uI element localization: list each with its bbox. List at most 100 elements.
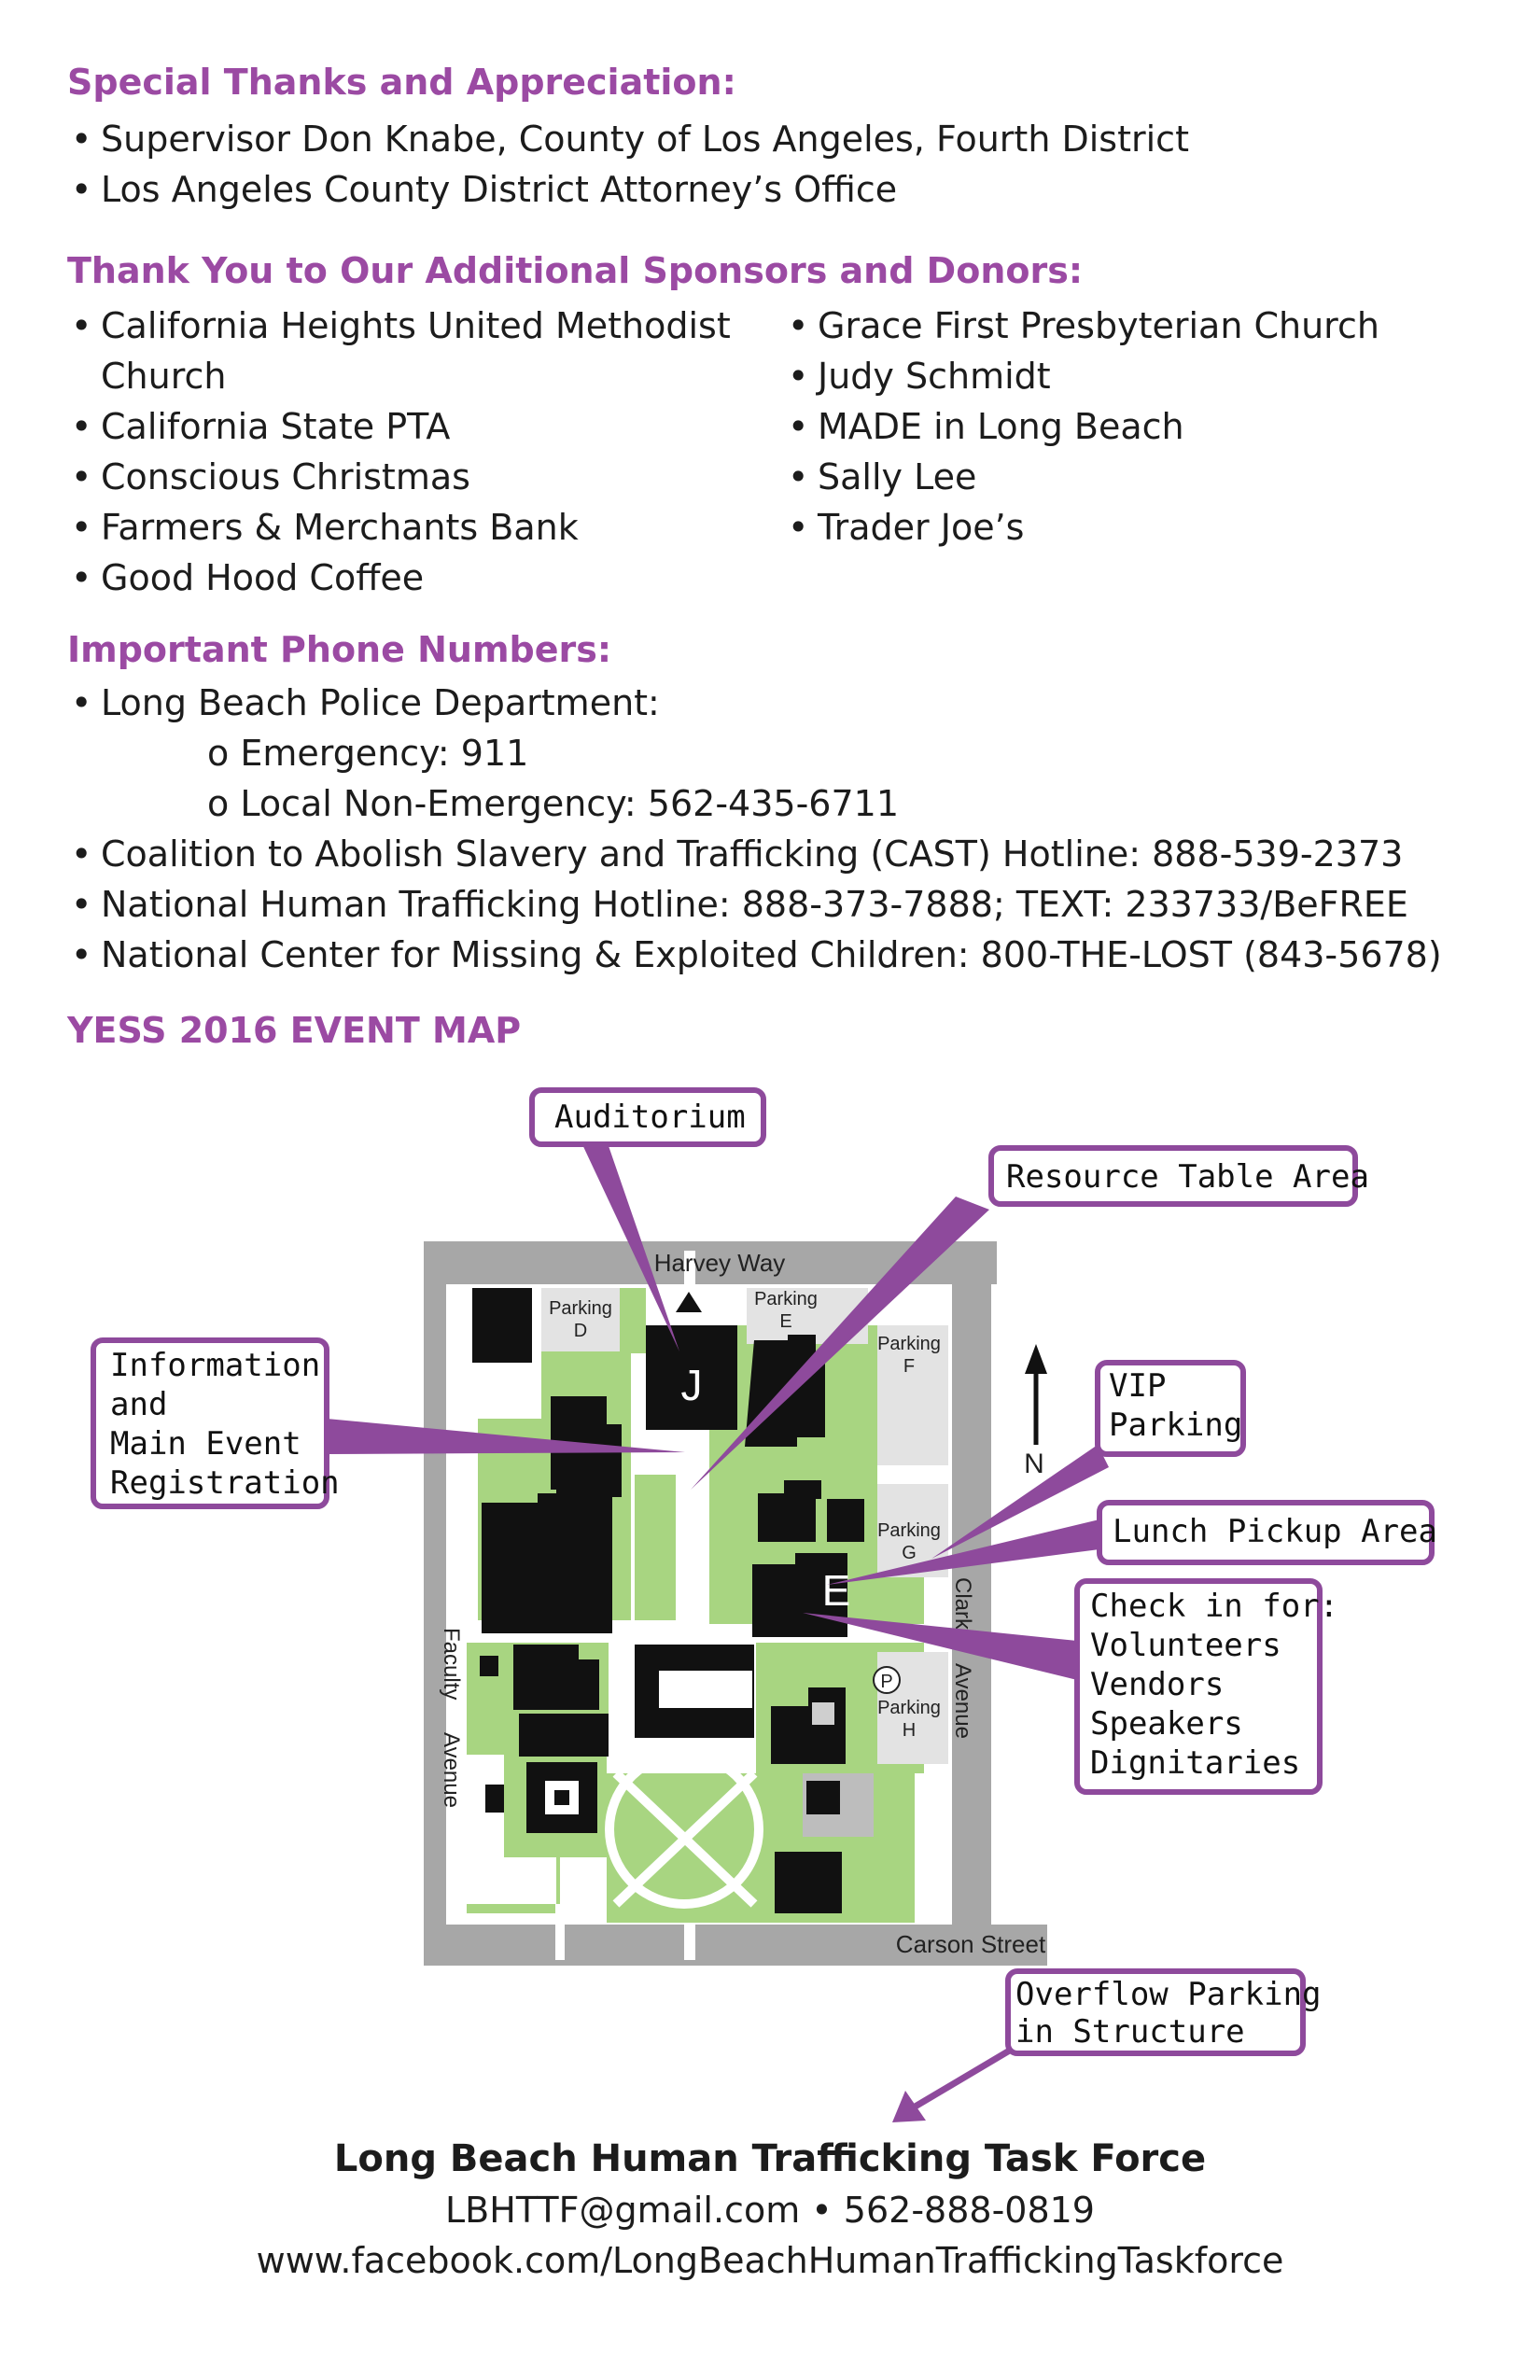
avenue-label-west: Avenue — [439, 1732, 464, 1808]
parking-lot-f — [877, 1325, 948, 1465]
list-item: Farmers & Merchants Bank — [67, 502, 739, 553]
overflow-callout-line: Overflow Parking — [1015, 1976, 1322, 2013]
quad-paths — [555, 1750, 763, 1960]
info-callout — [91, 1337, 329, 1509]
parking-e-label: Parking — [754, 1289, 818, 1309]
callout-pointers — [327, 1141, 1109, 1680]
overflow-arrow-icon — [892, 2091, 926, 2122]
list-item: Good Hood Coffee — [67, 553, 739, 603]
phones-sublist: Emergency: 911 Local Non-Emergency: 562-… — [207, 728, 899, 829]
resource-pointer — [691, 1197, 989, 1490]
building — [482, 1493, 612, 1633]
footer-contact: LBHTTF@gmail.com • 562-888-0819 — [445, 2190, 1095, 2231]
list-item: National Human Trafficking Hotline: 888-… — [67, 879, 1442, 930]
overflow-callout-line: in Structure — [1015, 2013, 1245, 2051]
building-j — [646, 1325, 737, 1430]
parking-d-letter: D — [574, 1321, 587, 1341]
checkin-callout-line: Speakers — [1090, 1705, 1243, 1743]
sponsors-list-right: Grace First Presbyterian Church Judy Sch… — [784, 301, 1379, 553]
list-item: Trader Joe’s — [784, 502, 1379, 553]
resource-callout — [988, 1145, 1358, 1207]
building — [513, 1645, 599, 1710]
list-item: Grace First Presbyterian Church — [784, 301, 1379, 351]
checkin-callout-line: Check in for: — [1090, 1588, 1338, 1625]
list-item: Los Angeles County District Attorney’s O… — [67, 164, 1189, 215]
footer-title: Long Beach Human Trafficking Task Force — [333, 2137, 1207, 2180]
list-item: Judy Schmidt — [784, 351, 1379, 401]
phones-list-police: Long Beach Police Department: — [67, 678, 660, 728]
parking-h-letter: H — [903, 1720, 916, 1741]
courtyard — [659, 1671, 752, 1708]
parking-f-label: Parking — [877, 1334, 941, 1354]
lunch-callout-label: Lunch Pickup Area — [1113, 1513, 1437, 1550]
list-item: Emergency: 911 — [207, 728, 899, 778]
info-callout-line: and — [110, 1386, 167, 1423]
building — [827, 1499, 864, 1542]
list-item: California Heights United Methodist Chur… — [67, 301, 739, 401]
carson-street-label: Carson Street — [896, 1930, 1046, 1958]
building-e-label: E — [822, 1566, 851, 1615]
vip-callout-line: VIP — [1109, 1367, 1166, 1405]
callout-boxes — [91, 1087, 1435, 2056]
building — [480, 1656, 498, 1676]
courtyard — [812, 1702, 834, 1725]
checkin-callout-line: Dignitaries — [1090, 1744, 1300, 1782]
thanks-list: Supervisor Don Knabe, County of Los Ange… — [67, 114, 1189, 215]
list-item: Conscious Christmas — [67, 452, 739, 502]
building — [485, 1785, 504, 1813]
checkin-callout-line: Vendors — [1090, 1666, 1224, 1703]
info-callout-line: Main Event — [110, 1425, 301, 1463]
phones-heading: Important Phone Numbers: — [67, 629, 612, 670]
parking-g-letter: G — [902, 1543, 917, 1563]
list-item: California State PTA — [67, 401, 739, 452]
white-lot — [467, 1857, 556, 1904]
building-j-label: J — [681, 1361, 703, 1409]
sponsors-list-left: California Heights United Methodist Chur… — [67, 301, 739, 603]
courtyard-core — [554, 1790, 569, 1805]
building-details — [467, 1671, 834, 1904]
list-item: Long Beach Police Department: — [67, 678, 660, 728]
list-item: Sally Lee — [784, 452, 1379, 502]
lunch-callout — [1097, 1500, 1435, 1565]
thanks-heading: Special Thanks and Appreciation: — [67, 62, 736, 103]
north-arrow-icon — [1025, 1344, 1047, 1374]
vip-callout-line: Parking — [1109, 1407, 1242, 1444]
list-item: Supervisor Don Knabe, County of Los Ange… — [67, 114, 1189, 164]
list-item: MADE in Long Beach — [784, 401, 1379, 452]
footer-web-link[interactable]: www.facebook.com/LongBeachHumanTrafficki… — [256, 2240, 1284, 2281]
phones-list: Coalition to Abolish Slavery and Traffic… — [67, 829, 1442, 980]
overflow-callout — [1005, 1968, 1306, 2056]
parking-f-letter: F — [903, 1356, 915, 1377]
list-item: Local Non-Emergency: 562-435-6711 — [207, 778, 899, 829]
auditorium-callout — [529, 1087, 766, 1147]
building — [519, 1714, 609, 1757]
lawn — [635, 1475, 676, 1620]
quad-circle — [605, 1750, 763, 1909]
vip-callout — [1095, 1360, 1246, 1457]
parking-h-label: Parking — [877, 1698, 941, 1718]
checkin-callout — [1074, 1578, 1323, 1795]
info-callout-line: Information — [110, 1347, 320, 1384]
north-label: N — [1024, 1449, 1044, 1479]
map-heading: YESS 2016 EVENT MAP — [67, 1010, 522, 1051]
list-item: National Center for Missing & Exploited … — [67, 930, 1442, 980]
entrance-arrow-icon — [676, 1292, 702, 1312]
building — [784, 1480, 821, 1499]
faculty-avenue-street — [424, 1241, 446, 1964]
building — [472, 1288, 532, 1363]
lawn — [709, 1531, 756, 1620]
sponsors-heading: Thank You to Our Additional Sponsors and… — [67, 250, 1084, 291]
vip-pointer — [931, 1445, 1109, 1559]
lunch-pointer — [827, 1519, 1099, 1585]
faculty-label: Faculty — [439, 1628, 464, 1700]
parking-icon: P — [880, 1672, 892, 1692]
parking-d-label: Parking — [549, 1298, 612, 1319]
overflow-pointer — [905, 2042, 1019, 2115]
parking-lot-d — [541, 1288, 620, 1351]
harvey-way-label: Harvey Way — [654, 1249, 786, 1277]
parking-e-letter: E — [779, 1311, 791, 1332]
info-pointer — [327, 1419, 685, 1454]
resource-callout-label: Resource Table Area — [1006, 1158, 1369, 1196]
quad-path — [612, 1770, 758, 1908]
